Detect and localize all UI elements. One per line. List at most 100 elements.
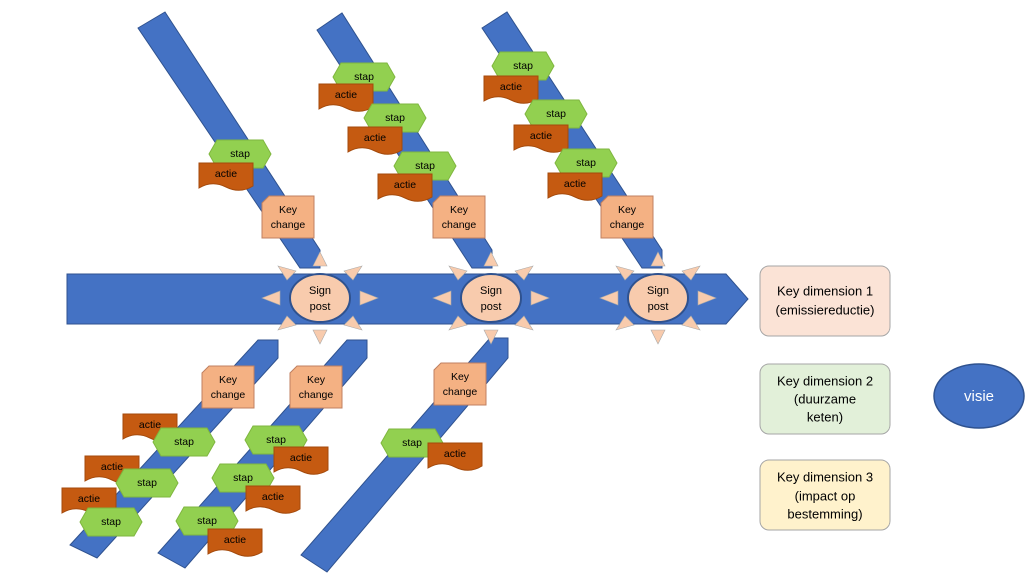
svg-text:stap: stap: [233, 472, 253, 484]
actie-action: actie: [207, 528, 263, 557]
svg-text:Key: Key: [279, 204, 298, 216]
actie-action: actie: [547, 172, 603, 201]
svg-text:stap: stap: [101, 516, 121, 528]
svg-text:Key dimension 2: Key dimension 2: [777, 373, 873, 388]
stap-step: stap: [554, 148, 618, 178]
svg-text:keten): keten): [807, 409, 843, 424]
actie-action: actie: [84, 455, 140, 484]
svg-text:actie: actie: [290, 452, 312, 464]
svg-text:actie: actie: [500, 81, 522, 93]
key-change-card: Key change: [201, 365, 255, 409]
svg-text:Sign: Sign: [480, 285, 502, 297]
key-change-card: Key change: [432, 195, 486, 239]
svg-text:Key: Key: [219, 374, 238, 386]
svg-text:actie: actie: [224, 534, 246, 546]
svg-text:stap: stap: [546, 108, 566, 120]
svg-text:Key: Key: [451, 371, 470, 383]
stap-step: stap: [79, 507, 143, 537]
signpost-2: Sign post: [432, 251, 550, 345]
svg-text:actie: actie: [335, 89, 357, 101]
svg-text:actie: actie: [394, 179, 416, 191]
svg-text:actie: actie: [444, 448, 466, 460]
visie-node: visie: [933, 363, 1025, 429]
stap-step: stap: [380, 428, 444, 458]
actie-action: actie: [427, 442, 483, 471]
svg-text:visie: visie: [964, 388, 994, 405]
key-change-card: Key change: [600, 195, 654, 239]
svg-text:stap: stap: [385, 112, 405, 124]
stap-step: stap: [524, 99, 588, 129]
svg-text:post: post: [310, 301, 331, 313]
svg-text:stap: stap: [576, 157, 596, 169]
key-dimension-2: Key dimension 2 (duurzame keten): [759, 363, 891, 435]
key-dimension-3: Key dimension 3 (impact op bestemming): [759, 459, 891, 531]
svg-text:change: change: [211, 389, 246, 401]
key-dimension-box: [759, 363, 891, 435]
svg-text:change: change: [443, 386, 478, 398]
actie-action: actie: [347, 126, 403, 155]
svg-text:stap: stap: [266, 434, 286, 446]
svg-text:(emissiereductie): (emissiereductie): [776, 302, 875, 317]
key-change-card: Key change: [261, 195, 315, 239]
svg-text:bestemming): bestemming): [787, 506, 862, 521]
svg-text:(duurzame: (duurzame: [794, 391, 856, 406]
actie-action: actie: [198, 162, 254, 191]
svg-text:actie: actie: [78, 493, 100, 505]
svg-text:stap: stap: [415, 160, 435, 172]
svg-text:change: change: [610, 219, 645, 231]
svg-text:post: post: [648, 301, 669, 313]
actie-action: actie: [245, 485, 301, 514]
svg-text:actie: actie: [364, 132, 386, 144]
svg-text:stap: stap: [137, 477, 157, 489]
stap-step: stap: [363, 103, 427, 133]
svg-text:stap: stap: [197, 515, 217, 527]
actie-action: actie: [377, 173, 433, 202]
stap-step: stap: [115, 468, 179, 498]
svg-text:actie: actie: [215, 168, 237, 180]
svg-text:change: change: [299, 389, 334, 401]
key-change-card: Key change: [433, 362, 487, 406]
actie-action: actie: [318, 83, 374, 112]
stap-step: stap: [393, 151, 457, 181]
svg-text:stap: stap: [174, 436, 194, 448]
signpost-1: Sign post: [261, 251, 379, 345]
svg-text:change: change: [271, 219, 306, 231]
svg-text:actie: actie: [139, 419, 161, 431]
svg-text:stap: stap: [402, 437, 422, 449]
svg-text:Key dimension 1: Key dimension 1: [777, 283, 873, 298]
svg-text:(impact op: (impact op: [795, 488, 856, 503]
stap-step: stap: [211, 463, 275, 493]
svg-text:post: post: [481, 301, 502, 313]
svg-text:Key: Key: [307, 374, 326, 386]
svg-text:stap: stap: [354, 71, 374, 83]
actie-action: actie: [122, 413, 178, 442]
svg-text:actie: actie: [530, 130, 552, 142]
svg-text:stap: stap: [230, 148, 250, 160]
stap-step: stap: [332, 62, 396, 92]
key-dimension-box: [759, 265, 891, 337]
svg-text:actie: actie: [101, 461, 123, 473]
stap-step: stap: [152, 427, 216, 457]
svg-text:actie: actie: [262, 491, 284, 503]
actie-action: actie: [483, 75, 539, 104]
stap-step: stap: [244, 425, 308, 455]
svg-text:stap: stap: [513, 60, 533, 72]
key-dimension-box: [759, 459, 891, 531]
svg-text:Sign: Sign: [647, 285, 669, 297]
actie-action: actie: [513, 124, 569, 153]
main-spine-arrow: [66, 273, 749, 325]
signpost-3: Sign post: [599, 251, 717, 345]
svg-text:actie: actie: [564, 178, 586, 190]
stap-step: stap: [491, 51, 555, 81]
svg-text:Key: Key: [450, 204, 469, 216]
key-dimension-1: Key dimension 1 (emissiereductie): [759, 265, 891, 337]
svg-text:Key: Key: [618, 204, 637, 216]
actie-action: actie: [61, 487, 117, 516]
svg-text:change: change: [442, 219, 477, 231]
stap-step: stap: [175, 506, 239, 536]
actie-action: actie: [273, 446, 329, 475]
key-change-card: Key change: [289, 365, 343, 409]
svg-text:Key dimension 3: Key dimension 3: [777, 469, 873, 484]
svg-text:Sign: Sign: [309, 285, 331, 297]
